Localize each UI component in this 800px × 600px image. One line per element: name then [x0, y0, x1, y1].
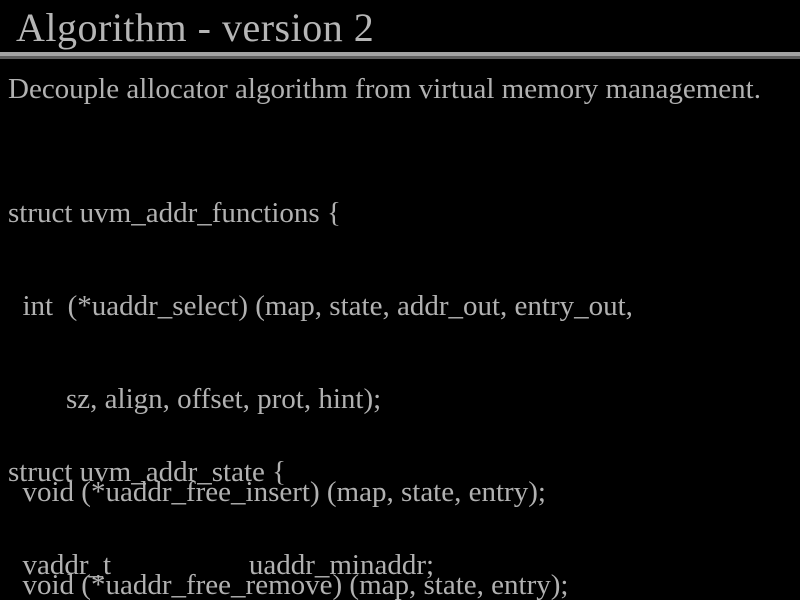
code-block-uvm-addr-functions: struct uvm_addr_functions { int (*uaddr_… — [8, 136, 633, 600]
slide-title: Algorithm - version 2 — [16, 5, 375, 50]
code-line: void (*uaddr_free_remove) (map, state, e… — [8, 569, 569, 600]
code-line: struct uvm_addr_state { — [8, 456, 287, 488]
code-line: sz, align, offset, prot, hint); — [8, 383, 382, 415]
code-block-uvm-addr-state: struct uvm_addr_state { vaddr_t uaddr_mi… — [8, 395, 552, 600]
slide-subtitle: Decouple allocator algorithm from virtua… — [8, 73, 761, 105]
code-line: vaddr_t uaddr_minaddr; — [8, 549, 435, 581]
code-line: struct uvm_addr_functions { — [8, 197, 341, 229]
code-line: int (*uaddr_select) (map, state, addr_ou… — [8, 290, 633, 322]
title-divider-rule — [0, 52, 800, 59]
code-line: void (*uaddr_free_insert) (map, state, e… — [8, 476, 546, 508]
